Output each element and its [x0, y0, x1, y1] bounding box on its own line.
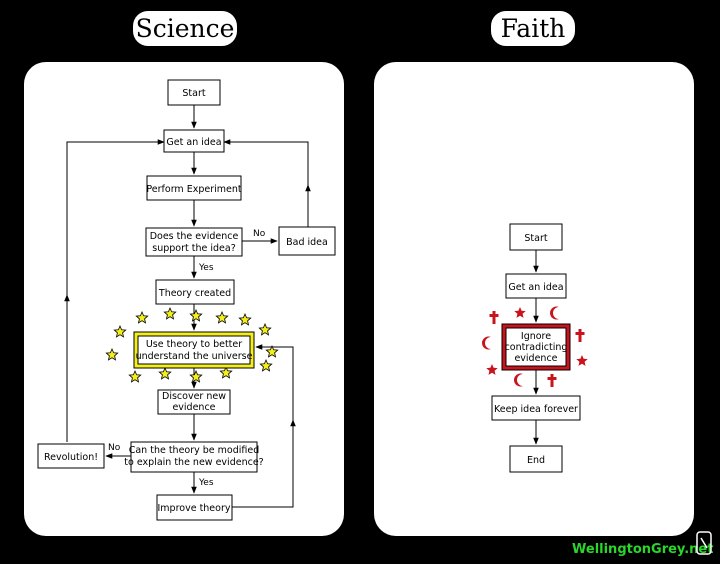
- yellow-star-icon: [215, 310, 229, 324]
- svg-text:to explain the new evidence?: to explain the new evidence?: [124, 457, 263, 468]
- yellow-stars: [105, 306, 279, 383]
- svg-text:Perform Experiment: Perform Experiment: [146, 184, 241, 195]
- keep-idea-node: Keep idea forever: [491, 395, 581, 421]
- theory-created-node: Theory created: [155, 279, 235, 305]
- science-title: Science: [133, 11, 237, 46]
- no-label-revolution: No: [108, 443, 121, 453]
- svg-text:Bad idea: Bad idea: [286, 237, 328, 248]
- artist-mark-icon: [696, 531, 712, 555]
- crescent-icon: [482, 336, 491, 350]
- svg-text:Get an idea: Get an idea: [166, 137, 221, 148]
- red-star-icon: [514, 307, 526, 318]
- science-title-text: Science: [136, 14, 235, 43]
- yellow-star-icon: [158, 366, 172, 380]
- yellow-star-icon: [163, 306, 177, 320]
- svg-text:Discover new: Discover new: [162, 391, 226, 402]
- cross-icon: [547, 374, 557, 387]
- faith-title-text: Faith: [501, 14, 566, 43]
- science-get-idea-node: Get an idea: [163, 129, 225, 153]
- yes-label-improve: Yes: [198, 478, 214, 488]
- yellow-star-icon: [265, 344, 279, 358]
- no-label-bad-idea: No: [253, 229, 266, 239]
- perform-experiment-node: Perform Experiment: [146, 175, 242, 201]
- svg-text:Can the theory be modified: Can the theory be modified: [129, 445, 260, 456]
- site-credit: WellingtonGrey.net: [572, 542, 713, 557]
- svg-text:contradicting: contradicting: [505, 342, 568, 353]
- yellow-star-icon: [189, 308, 203, 322]
- bad-idea-node: Bad idea: [278, 226, 336, 256]
- svg-text:Start: Start: [182, 88, 205, 99]
- svg-text:Improve theory: Improve theory: [157, 503, 230, 514]
- svg-text:Ignore: Ignore: [521, 331, 551, 342]
- svg-text:Keep idea forever: Keep idea forever: [494, 404, 578, 415]
- red-star-icon: [576, 355, 588, 366]
- yellow-star-icon: [128, 369, 142, 383]
- yellow-star-icon: [259, 358, 273, 372]
- can-modify-decision-node: Can the theory be modified to explain th…: [124, 441, 264, 473]
- faith-panel: [374, 62, 694, 536]
- yellow-star-icon: [113, 324, 127, 338]
- revolution-node: Revolution!: [37, 443, 105, 469]
- red-star-icon: [486, 364, 498, 375]
- faith-title: Faith: [491, 11, 575, 46]
- improve-theory-node: Improve theory: [156, 494, 233, 521]
- svg-text:End: End: [527, 455, 545, 466]
- crescent-icon: [514, 373, 523, 387]
- svg-text:evidence: evidence: [514, 353, 557, 364]
- crescent-icon: [550, 306, 559, 320]
- yellow-star-icon: [238, 312, 252, 326]
- science-connectors: [64, 105, 311, 508]
- faith-get-idea-node: Get an idea: [505, 273, 567, 299]
- svg-text:Does the evidence: Does the evidence: [150, 231, 239, 242]
- yellow-star-icon: [219, 365, 233, 379]
- discover-evidence-node: Discover new evidence: [157, 389, 231, 415]
- science-start-node: Start: [167, 79, 221, 106]
- svg-text:evidence: evidence: [172, 402, 215, 413]
- yellow-star-icon: [189, 369, 203, 383]
- svg-text:understand the universe: understand the universe: [136, 351, 253, 362]
- yellow-star-icon: [135, 310, 149, 324]
- svg-text:support the idea?: support the idea?: [152, 243, 235, 254]
- faith-end-node: End: [509, 445, 563, 473]
- use-theory-node: Use theory to better understand the univ…: [133, 331, 255, 369]
- evidence-decision-node: Does the evidence support the idea?: [145, 227, 243, 257]
- faith-start-node: Start: [509, 223, 563, 251]
- yellow-star-icon: [105, 347, 119, 361]
- svg-text:Theory created: Theory created: [158, 288, 231, 299]
- svg-text:Use theory to better: Use theory to better: [146, 339, 242, 350]
- ignore-evidence-node: Ignore contradicting evidence: [501, 323, 571, 371]
- svg-text:Revolution!: Revolution!: [44, 452, 98, 463]
- svg-text:Start: Start: [524, 233, 547, 244]
- yellow-star-icon: [258, 322, 272, 336]
- religious-symbols: [482, 306, 588, 387]
- svg-text:Get an idea: Get an idea: [508, 282, 563, 293]
- cross-icon: [575, 329, 585, 342]
- yes-label-theory: Yes: [198, 263, 214, 273]
- cross-icon: [489, 311, 499, 324]
